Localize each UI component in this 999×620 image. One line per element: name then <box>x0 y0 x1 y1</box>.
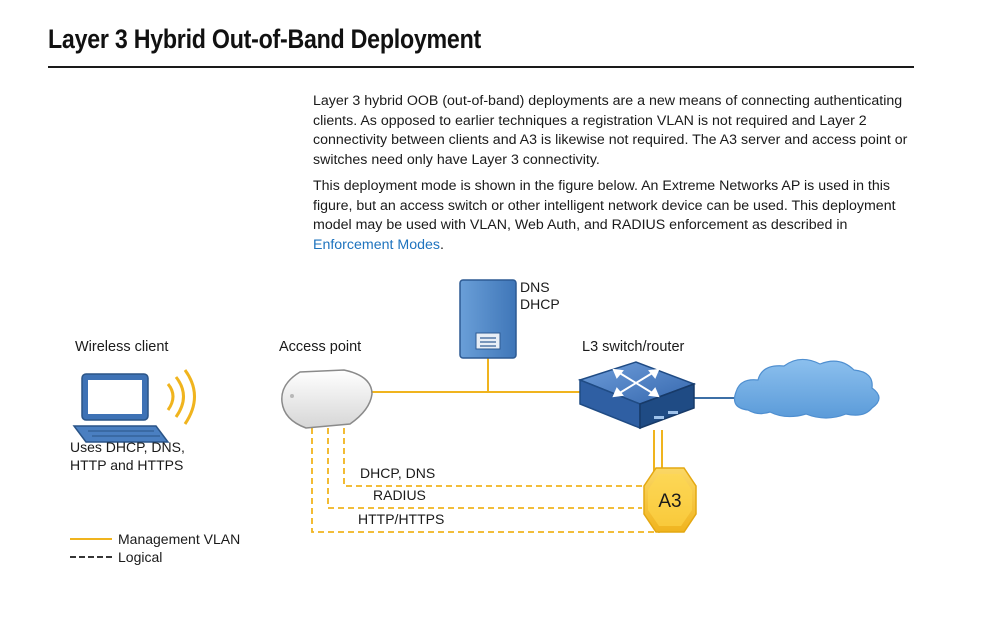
wireless-client-label: Wireless client <box>75 339 168 355</box>
a3-server-icon: A3 <box>643 467 697 533</box>
wireless-signal-icon <box>166 369 196 425</box>
flow-label-radius: RADIUS <box>373 487 426 503</box>
intro-text: Layer 3 hybrid OOB (out-of-band) deploym… <box>313 92 915 262</box>
client-note-line1: Uses DHCP, DNS, <box>70 439 185 455</box>
cloud-icon <box>733 358 880 419</box>
a3-label: A3 <box>658 491 681 512</box>
flow-label-dhcp-dns: DHCP, DNS <box>360 465 435 481</box>
laptop-icon <box>72 373 170 443</box>
legend-management-label: Management VLAN <box>118 531 240 547</box>
legend: Management VLAN Logical <box>70 531 240 565</box>
intro-paragraph-1: Layer 3 hybrid OOB (out-of-band) deploym… <box>313 93 908 168</box>
page-title: Layer 3 Hybrid Out-of-Band Deployment <box>48 24 481 54</box>
logical-flows <box>311 428 660 533</box>
server-label-dns: DNS <box>520 279 550 295</box>
flow-http-path <box>311 428 660 533</box>
intro-paragraph-2-text: This deployment mode is shown in the fig… <box>313 178 896 233</box>
access-point-icon <box>281 369 373 429</box>
legend-logical-label: Logical <box>118 549 162 565</box>
intro-paragraph-2-end: . <box>439 236 444 253</box>
title-divider <box>48 66 914 68</box>
client-note-line2: HTTP and HTTPS <box>70 457 183 473</box>
server-label-dhcp: DHCP <box>520 296 560 312</box>
access-point-label: Access point <box>279 339 361 355</box>
flow-radius-path <box>327 428 642 509</box>
flow-label-http: HTTP/HTTPS <box>358 511 444 527</box>
switch-label: L3 switch/router <box>582 339 685 355</box>
enforcement-modes-link[interactable]: Enforcement Modes <box>313 236 440 253</box>
intro-paragraph-2: This deployment mode is shown in the fig… <box>313 177 915 255</box>
switch-router-icon <box>577 361 697 430</box>
server-icon <box>459 279 517 359</box>
